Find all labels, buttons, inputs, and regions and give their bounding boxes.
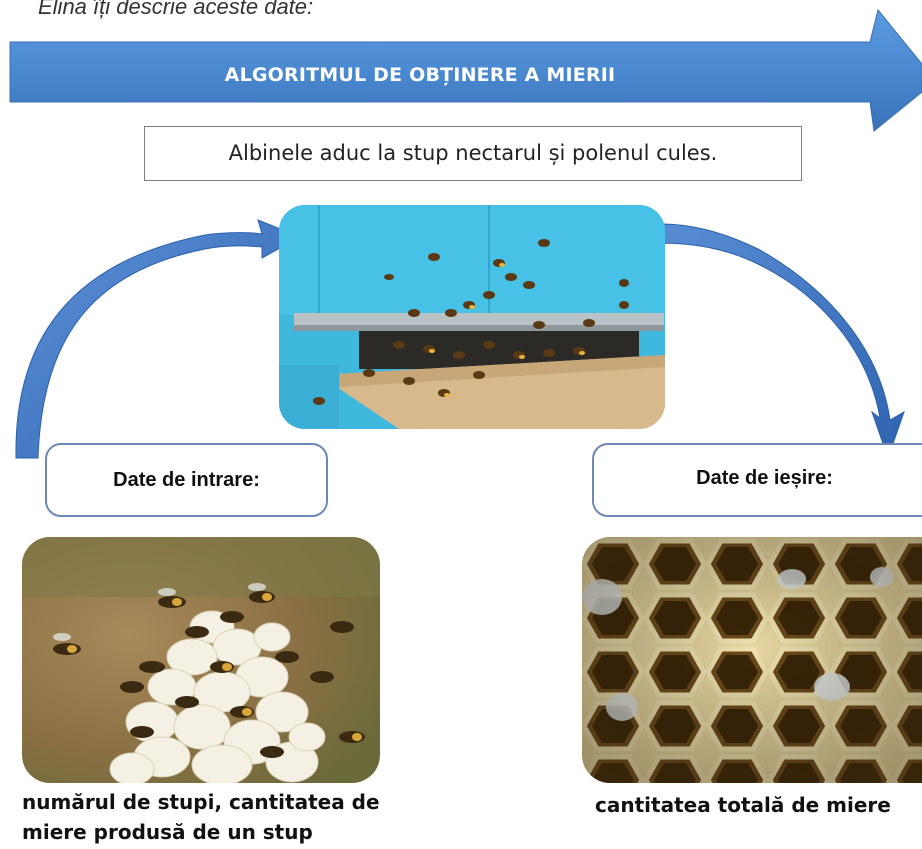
banner-arrow bbox=[9, 8, 922, 132]
curved-arrow-right bbox=[597, 223, 905, 460]
honeycomb-photo bbox=[582, 537, 922, 783]
input-data-label-box: Date de intrare: bbox=[45, 443, 328, 517]
input-data-description: numărul de stupi, cantitatea de miere pr… bbox=[22, 790, 380, 844]
caption-box: Albinele aduc la stup nectarul și polenu… bbox=[144, 126, 802, 181]
output-data-description: cantitatea totală de miere bbox=[595, 793, 891, 817]
banner-title: ALGORITMUL DE OBȚINERE A MIERII bbox=[224, 64, 616, 86]
bees-on-white-flower-photo bbox=[22, 537, 380, 783]
curved-arrow-left bbox=[15, 219, 302, 459]
bees-at-hive-entrance-photo bbox=[279, 205, 665, 429]
intro-text: Elina îți descrie aceste date: bbox=[38, 0, 314, 19]
output-data-label-box: Date de ieșire: bbox=[592, 443, 922, 517]
